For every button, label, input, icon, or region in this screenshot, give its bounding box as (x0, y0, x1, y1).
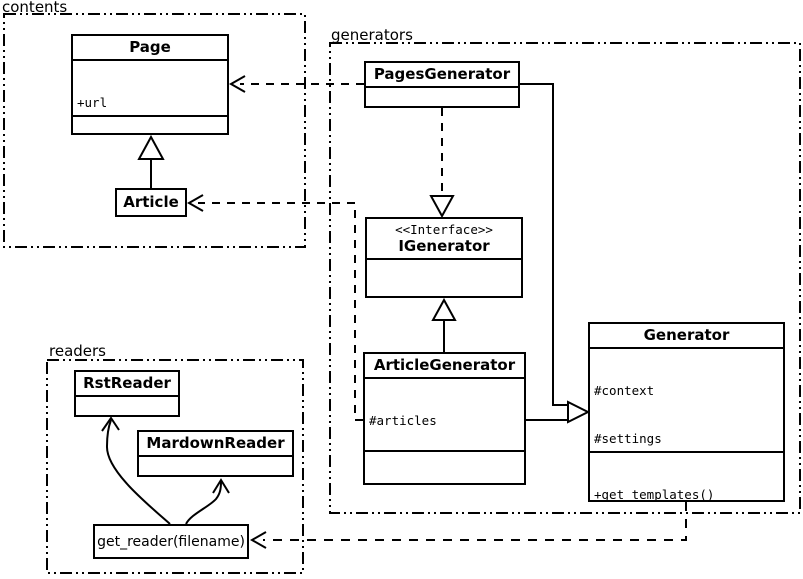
class-title: RstReader (83, 374, 171, 392)
class-box-mardownreader: MardownReader +read() (137, 430, 294, 477)
class-attributes: #pages (366, 86, 518, 106)
class-methods: +generate_context() +generate_output() (367, 258, 521, 296)
edge-generators-extend-generator (520, 83, 591, 424)
function-label: get_reader(filename) (97, 533, 245, 550)
class-methods: +read() (139, 455, 292, 475)
edge-getreader-to-mardownreader (185, 478, 230, 525)
class-attributes: #context #settings #path #theme #output_… (590, 347, 783, 451)
class-attributes: +url +slug +summary (73, 59, 227, 115)
class-title: ArticleGenerator (373, 356, 516, 374)
package-frame-generators (329, 42, 801, 514)
package-frame-readers (46, 359, 304, 574)
class-box-igenerator: <<Interface>> IGenerator +generate_conte… (365, 217, 523, 298)
edge-article-extends-page (137, 134, 165, 188)
class-title: IGenerator (398, 237, 490, 255)
class-box-page: Page +url +slug +summary +check_properti… (71, 34, 229, 135)
class-methods: +check_properties() (73, 115, 227, 133)
class-title: Generator (643, 326, 730, 344)
class-methods: +get_templates() +get_files(path,exclude… (590, 451, 783, 500)
edge-articlegenerator-depends-article (186, 194, 363, 421)
edge-articlegenerator-realizes-igenerator (431, 297, 457, 352)
class-methods: +read() (76, 395, 178, 415)
class-box-article: Article (115, 188, 187, 217)
package-label-readers: readers (49, 342, 106, 360)
class-methods: +generate_feeds() +generate_pages() (365, 450, 524, 483)
package-label-contents: contents (2, 0, 68, 16)
edge-pagesgenerator-depends-page (228, 75, 364, 93)
class-box-pagesgenerator: PagesGenerator #pages (364, 61, 520, 108)
class-stereotype: <<Interface>> (395, 222, 493, 237)
function-box-getreader: get_reader(filename) (93, 524, 249, 559)
class-title: MardownReader (146, 434, 285, 452)
class-header: <<Interface>> IGenerator (367, 219, 521, 258)
class-title: PagesGenerator (373, 65, 511, 83)
class-title: Article (123, 193, 179, 211)
edge-generator-depends-getreader (249, 502, 687, 549)
class-box-articlegenerator: ArticleGenerator #articles #dates #tags … (363, 352, 526, 485)
edge-pagesgenerator-realizes-igenerator (429, 108, 455, 219)
package-label-generators: generators (331, 26, 413, 44)
edge-getreader-to-rstreader (101, 416, 171, 525)
class-box-generator: Generator #context #settings #path #them… (588, 322, 785, 502)
package-frame-contents (3, 13, 306, 248)
class-title: Page (129, 38, 171, 56)
class-box-rstreader: RstReader +read() (74, 370, 180, 417)
class-attributes: #articles #dates #tags #categories (365, 377, 524, 450)
